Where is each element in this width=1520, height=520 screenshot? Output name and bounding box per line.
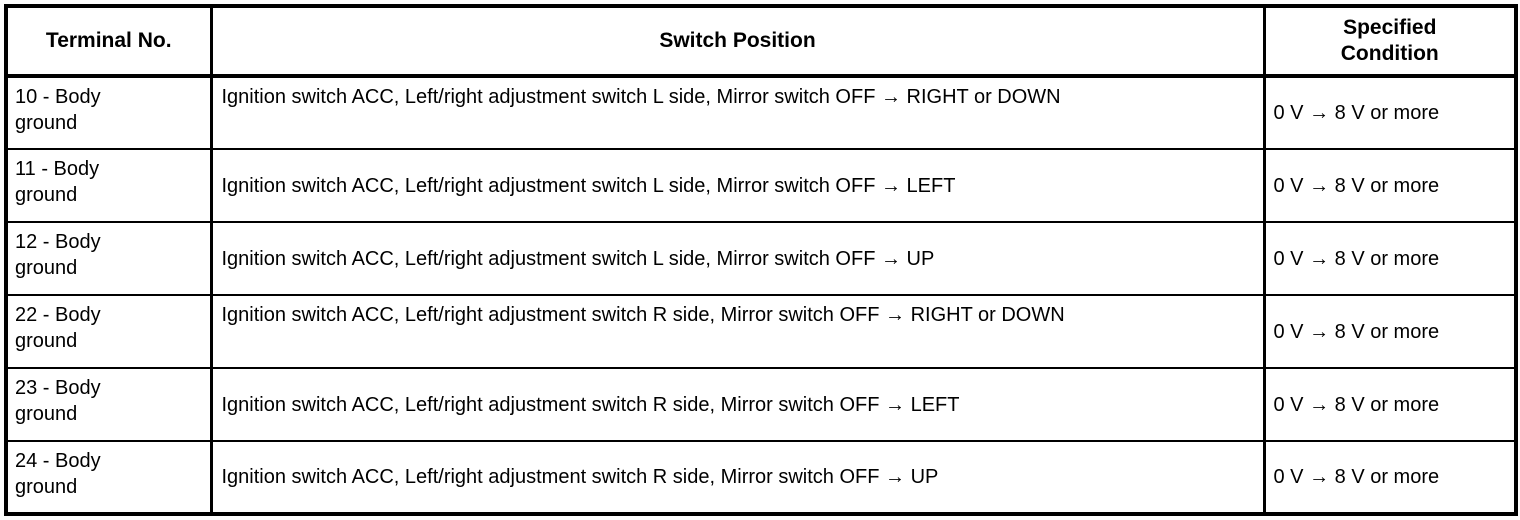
- cell-specified-condition: 0 V → 8 V or more: [1264, 440, 1516, 514]
- terminal-no-line-1: 23 - Body: [15, 377, 101, 399]
- table-row: 22 - Body ground Ignition switch ACC, Le…: [6, 294, 1516, 368]
- cell-switch-position: Ignition switch ACC, Left/right adjustme…: [211, 76, 1266, 149]
- cell-specified-condition: 0 V → 8 V or more: [1264, 294, 1516, 368]
- table-row: 11 - Body ground Ignition switch ACC, Le…: [6, 148, 1516, 222]
- cell-specified-condition: 0 V → 8 V or more: [1264, 367, 1516, 441]
- cell-switch-position: Ignition switch ACC, Left/right adjustme…: [211, 221, 1266, 295]
- terminal-no-line-2: ground: [15, 257, 78, 279]
- terminal-no-line-2: ground: [15, 112, 78, 134]
- terminal-no-line-2: ground: [15, 476, 78, 498]
- table-row: 12 - Body ground Ignition switch ACC, Le…: [6, 221, 1516, 295]
- table-row: 10 - Body ground Ignition switch ACC, Le…: [6, 76, 1516, 149]
- terminal-specification-table: Terminal No. Switch Position Specified C…: [4, 4, 1518, 516]
- cell-switch-position: Ignition switch ACC, Left/right adjustme…: [211, 367, 1266, 441]
- cell-specified-condition: 0 V → 8 V or more: [1273, 102, 1440, 124]
- header-row: Terminal No. Switch Position Specified C…: [6, 6, 1516, 78]
- cell-switch-position: Ignition switch ACC, Left/right adjustme…: [211, 148, 1266, 222]
- terminal-no-line-2: ground: [15, 184, 78, 206]
- terminal-no-line-1: 12 - Body: [15, 231, 101, 253]
- column-header-terminal-no: Terminal No.: [6, 6, 213, 78]
- column-header-switch-position: Switch Position: [211, 6, 1266, 78]
- terminal-no-line-2: ground: [15, 330, 78, 352]
- cell-specified-condition: 0 V → 8 V or more: [1264, 221, 1516, 295]
- table-row: 23 - Body ground Ignition switch ACC, Le…: [6, 367, 1516, 441]
- terminal-no-line-1: 11 - Body: [15, 158, 100, 180]
- table-header: Terminal No. Switch Position Specified C…: [6, 6, 1516, 78]
- cell-terminal-no: 23 - Body ground: [6, 367, 213, 441]
- cell-terminal-no: 12 - Body ground: [6, 221, 213, 295]
- cell-switch-position: Ignition switch ACC, Left/right adjustme…: [211, 440, 1266, 514]
- cell-terminal-no: 10 - Body ground: [6, 76, 213, 149]
- table-body: 10 - Body ground Ignition switch ACC, Le…: [6, 76, 1516, 514]
- cell-terminal-no: 11 - Body ground: [6, 148, 213, 222]
- cell-terminal-no: 24 - Body ground: [6, 440, 213, 514]
- column-header-specified-condition: Specified Condition: [1264, 6, 1516, 78]
- terminal-no-line-1: 10 - Body: [15, 86, 101, 108]
- terminal-no-line-1: 22 - Body: [15, 304, 101, 326]
- specified-condition-line-1: Specified: [1343, 16, 1437, 40]
- terminal-no-line-2: ground: [15, 403, 78, 425]
- terminal-no-line-1: 24 - Body: [15, 450, 101, 472]
- specified-condition-line-2: Condition: [1340, 42, 1439, 65]
- table-row: 24 - Body ground Ignition switch ACC, Le…: [6, 440, 1516, 514]
- cell-terminal-no: 22 - Body ground: [6, 294, 213, 368]
- cell-switch-position: Ignition switch ACC, Left/right adjustme…: [211, 294, 1266, 368]
- cell-specified-condition: 0 V → 8 V or more: [1264, 148, 1516, 222]
